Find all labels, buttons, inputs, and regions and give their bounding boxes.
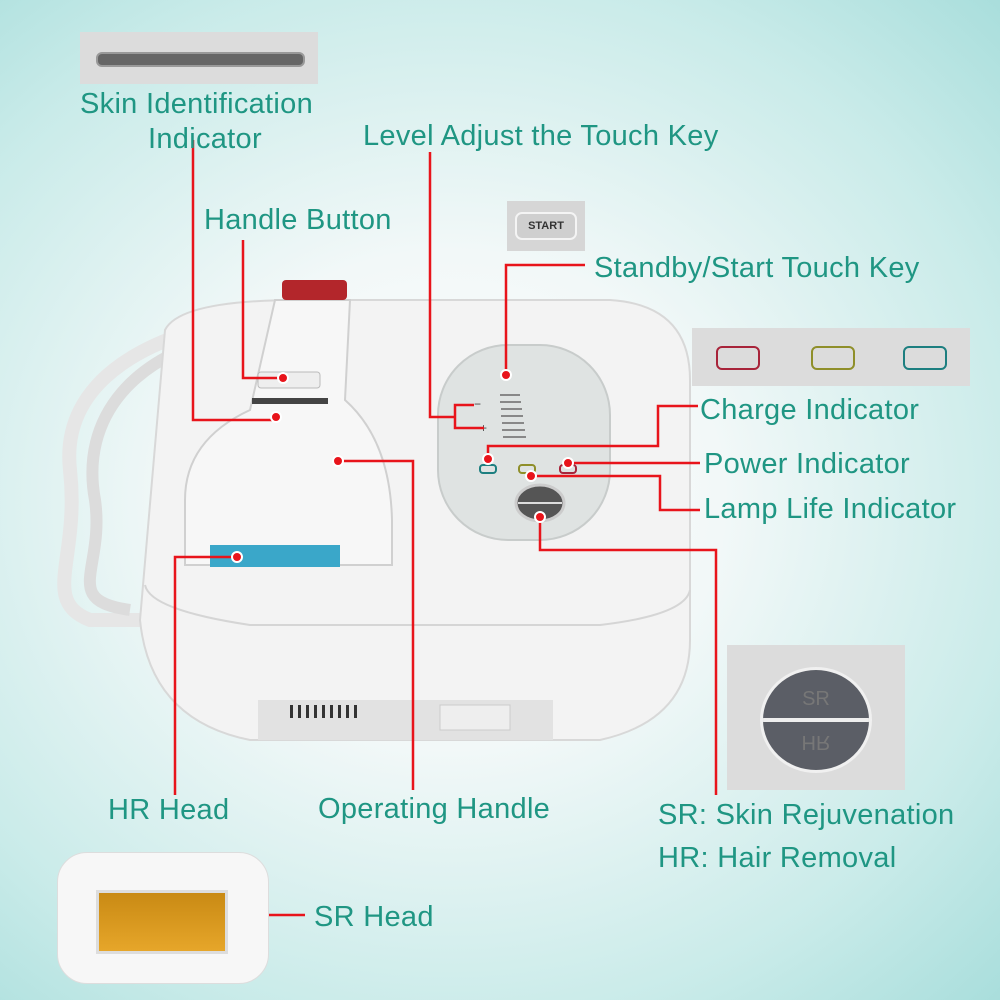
label-skin-identification: Skin Identification bbox=[80, 88, 313, 120]
lamp-life-icon bbox=[811, 346, 855, 370]
minus-key-icon[interactable]: − bbox=[474, 397, 481, 411]
sr-head-filter bbox=[96, 890, 228, 954]
sr-label: SR bbox=[802, 688, 830, 710]
indicator-icons-inset bbox=[692, 328, 970, 386]
label-lamp-life-indicator: Lamp Life Indicator bbox=[704, 493, 957, 525]
skin-identification-sensor bbox=[252, 398, 328, 404]
operating-handle[interactable] bbox=[184, 299, 393, 566]
label-standby-start: Standby/Start Touch Key bbox=[594, 252, 920, 284]
sr-head-inset bbox=[57, 852, 269, 984]
power-port bbox=[439, 704, 511, 731]
control-panel bbox=[437, 344, 611, 541]
skin-sensor-inset bbox=[80, 32, 318, 84]
label-skin-identification-2: Indicator bbox=[148, 123, 262, 155]
sr-hr-button-inset: SR HR bbox=[727, 645, 905, 790]
handle-tip bbox=[282, 280, 347, 300]
level-scale bbox=[500, 394, 526, 438]
power-icon bbox=[716, 346, 760, 370]
label-sr-legend: SR: Skin Rejuvenation bbox=[658, 799, 955, 831]
label-hr-head: HR Head bbox=[108, 794, 230, 826]
label-handle-button: Handle Button bbox=[204, 204, 392, 236]
label-hr-legend: HR: Hair Removal bbox=[658, 842, 897, 874]
start-key-label: START bbox=[515, 212, 577, 240]
hr-label: HR bbox=[801, 731, 831, 753]
start-key-inset: START bbox=[507, 201, 585, 251]
label-charge-indicator: Charge Indicator bbox=[700, 394, 920, 426]
handle-button[interactable] bbox=[257, 371, 321, 389]
label-sr-head: SR Head bbox=[314, 901, 434, 933]
hr-head-window bbox=[210, 545, 340, 567]
label-operating-handle: Operating Handle bbox=[318, 793, 551, 825]
label-power-indicator: Power Indicator bbox=[704, 448, 910, 480]
label-level-adjust: Level Adjust the Touch Key bbox=[363, 120, 719, 152]
battery-icon bbox=[903, 346, 947, 370]
